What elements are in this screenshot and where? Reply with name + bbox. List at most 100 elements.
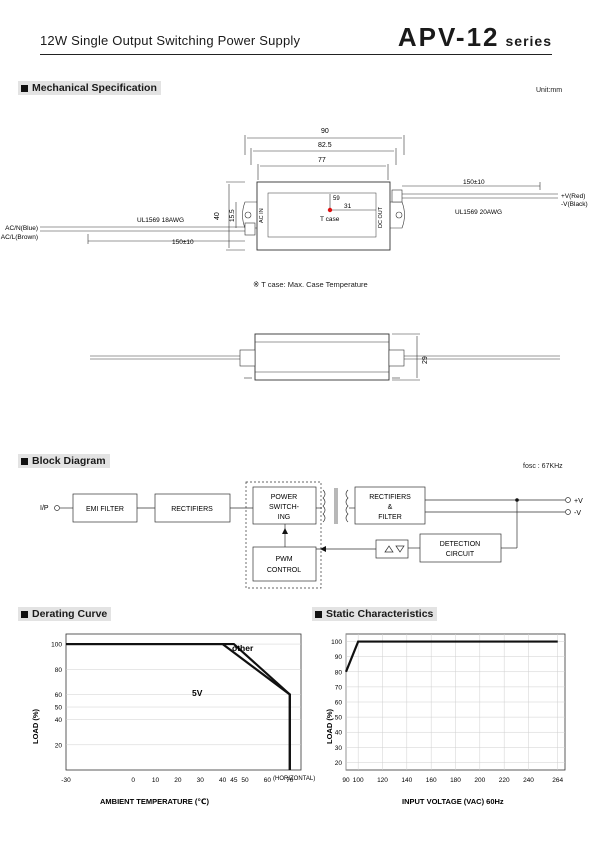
dim-77: 77 [318,157,326,164]
y-tick-label: 70 [335,684,343,691]
power-switching-block-line2: SWITCH- [269,504,300,511]
section-bullet-icon [21,457,28,465]
output-wire-spec: UL1569 20AWG [455,209,502,216]
derating-y-axis-label: LOAD (%) [31,709,40,744]
derating-x-unit: (HORIZONTAL) [273,776,315,782]
x-tick-label: 240 [523,777,534,784]
mechanical-side-view: 29 [90,333,560,381]
detection-circuit-block-line2: CIRCUIT [446,551,475,558]
section-bullet-icon [315,610,322,618]
header-rule [40,54,552,55]
rectifiers-filter-block-line3: FILTER [378,514,402,521]
x-tick-label: 264 [552,777,563,784]
pwm-control-block-line2: CONTROL [267,567,301,574]
detection-circuit-block-line1: DETECTION [440,541,480,548]
dc-out-label: DC OUT [378,206,384,228]
y-tick-label: 80 [55,667,63,674]
model-name: APV-12 [397,22,500,52]
output-wire-length: 150±10 [463,179,485,186]
rectifiers-block: RECTIFIERS [171,506,213,513]
y-tick-label: 30 [335,745,343,752]
output-positive-label: +V(Red) [561,193,585,200]
y-tick-label: 60 [55,692,63,699]
y-tick-label: 100 [51,642,62,649]
static-x-axis-label: INPUT VOLTAGE (VAC) 60Hz [402,797,504,806]
x-tick-label: 50 [241,777,249,784]
derating-x-axis-label: AMBIENT TEMPERATURE (℃) [100,797,209,806]
series-label-5v: 5V [192,688,203,698]
model-title: APV-12 series [398,22,552,53]
mechanical-top-view: 90 82.5 77 59 31 T case 40 15.5 AC IN DC… [1,128,588,251]
y-tick-label: 90 [335,654,343,661]
x-tick-label: 45 [230,777,238,784]
dim-29: 29 [422,356,429,364]
y-tick-label: 50 [335,715,343,722]
y-tick-label: 40 [55,717,63,724]
series-line-5v [66,642,291,770]
y-tick-label: 100 [331,639,342,646]
x-tick-label: -30 [61,777,71,784]
dim-31: 31 [344,203,352,210]
rectifiers-filter-block-line2: & [388,504,393,511]
x-tick-label: 180 [450,777,461,784]
dim-40: 40 [214,212,221,220]
series-line-load [344,640,558,673]
x-tick-label: 60 [264,777,272,784]
input-line-label: AC/L(Brown) [1,234,38,241]
output-negative-label: -V(Black) [561,201,588,208]
section-bullet-icon [21,84,28,92]
static-section-title: Static Characteristics [312,607,438,621]
y-tick-label: 60 [335,700,343,707]
mechanical-section-title: Mechanical Specification [18,81,161,95]
output-negative-label: -V [574,510,581,517]
document-subtitle: 12W Single Output Switching Power Supply [40,33,301,48]
x-tick-label: 90 [342,777,350,784]
y-tick-label: 40 [335,730,343,737]
input-port-label: I/P [40,505,49,512]
fosc-label: fosc : 67KHz [523,463,563,470]
input-wire-spec: UL1569 18AWG [137,217,184,224]
derating-plot-frame [65,633,302,771]
power-switching-block-line1: POWER [271,494,297,501]
series-label-other: other [232,643,254,653]
x-tick-label: 30 [197,777,205,784]
output-positive-label: +V [574,498,583,505]
x-tick-label: 120 [377,777,388,784]
block-diagram: I/P EMI FILTER RECTIFIERS POWER SWITCH- … [40,481,583,589]
x-tick-label: 200 [474,777,485,784]
tcase-note: ※ T case: Max. Case Temperature [253,280,368,289]
tcase-point-icon [327,207,333,213]
dim-90: 90 [321,128,329,135]
x-tick-label: 140 [401,777,412,784]
dim-15-5: 15.5 [229,209,236,222]
y-tick-label: 20 [55,742,63,749]
x-tick-label: 20 [174,777,182,784]
unit-label: Unit:mm [536,87,563,94]
tcase-label: T case [320,216,340,223]
block-diagram-title: Block Diagram [18,454,110,468]
static-y-axis-label: LOAD (%) [325,709,334,744]
dim-59: 59 [333,196,340,202]
y-tick-label: 80 [335,669,343,676]
x-tick-label: 220 [499,777,510,784]
series-word: series [505,33,552,49]
derating-section-title: Derating Curve [18,607,112,621]
rectifiers-filter-block-line1: RECTIFIERS [369,494,411,501]
ac-in-label: AC IN [259,208,265,223]
emi-filter-block: EMI FILTER [86,506,124,513]
power-switching-block-line3: ING [278,514,290,521]
x-tick-label: 0 [131,777,135,784]
x-tick-label: 160 [426,777,437,784]
x-tick-label: 10 [152,777,160,784]
y-tick-label: 50 [55,705,63,712]
section-bullet-icon [21,610,28,618]
input-neutral-label: AC/N(Blue) [5,225,38,232]
pwm-control-block-line1: PWM [275,556,292,563]
x-tick-label: 100 [353,777,364,784]
y-tick-label: 20 [335,760,343,767]
x-tick-label: 70 [286,777,294,784]
dim-82-5: 82.5 [318,142,332,149]
x-tick-label: 40 [219,777,227,784]
